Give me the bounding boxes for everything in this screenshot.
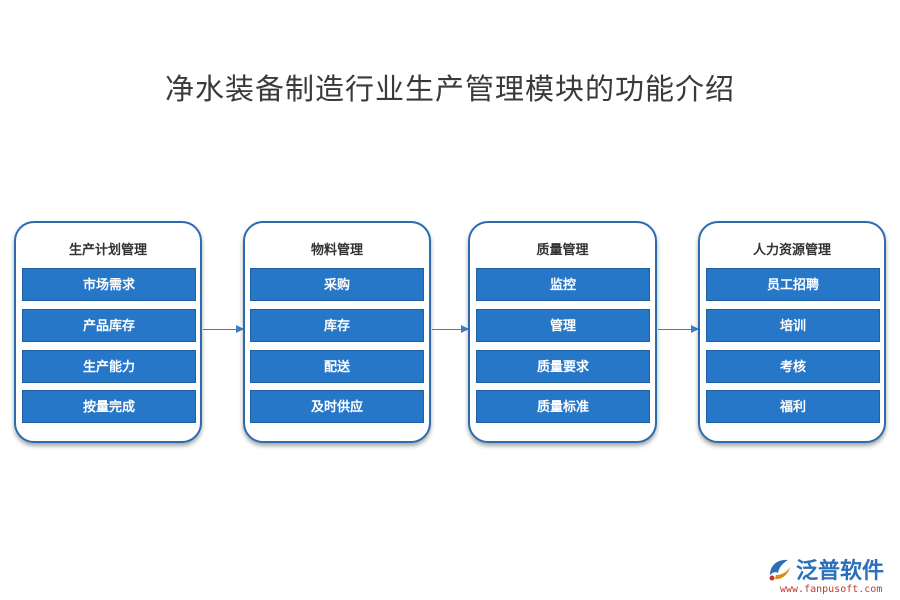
module-item: 考核 xyxy=(706,350,880,383)
flow-arrow xyxy=(658,325,699,333)
module-item: 员工招聘 xyxy=(706,268,880,301)
module-item: 库存 xyxy=(250,309,424,342)
module-item: 质量标准 xyxy=(476,390,650,423)
module-title: 生产计划管理 xyxy=(68,243,147,258)
module-item: 监控 xyxy=(476,268,650,301)
module-item: 配送 xyxy=(250,350,424,383)
module-production-planning: 生产计划管理 市场需求 产品库存 生产能力 按量完成 xyxy=(14,221,202,443)
module-human-resources: 人力资源管理 员工招聘 培训 考核 福利 xyxy=(698,221,886,443)
module-item: 生产能力 xyxy=(22,350,196,383)
brand-logo: 泛普软件 www.fanpusoft.com xyxy=(766,553,896,598)
module-title: 人力资源管理 xyxy=(752,243,831,258)
diagram-title: 净水装备制造行业生产管理模块的功能介绍 xyxy=(164,72,735,106)
brand-url: www.fanpusoft.com xyxy=(780,584,883,595)
module-title: 物料管理 xyxy=(310,243,363,258)
module-item: 及时供应 xyxy=(250,390,424,423)
flow-arrow xyxy=(432,325,469,333)
module-item: 产品库存 xyxy=(22,309,196,342)
flow-arrow xyxy=(203,325,244,333)
module-item: 采购 xyxy=(250,268,424,301)
module-item: 培训 xyxy=(706,309,880,342)
module-title: 质量管理 xyxy=(536,243,589,258)
fanpu-logo-icon xyxy=(769,559,790,581)
module-item: 按量完成 xyxy=(22,390,196,423)
module-item: 福利 xyxy=(706,390,880,423)
module-item: 管理 xyxy=(476,309,650,342)
module-quality-management: 质量管理 监控 管理 质量要求 质量标准 xyxy=(468,221,657,443)
module-item: 质量要求 xyxy=(476,350,650,383)
brand-name: 泛普软件 xyxy=(796,559,885,584)
module-material-management: 物料管理 采购 库存 配送 及时供应 xyxy=(243,221,431,443)
module-item: 市场需求 xyxy=(22,268,196,301)
